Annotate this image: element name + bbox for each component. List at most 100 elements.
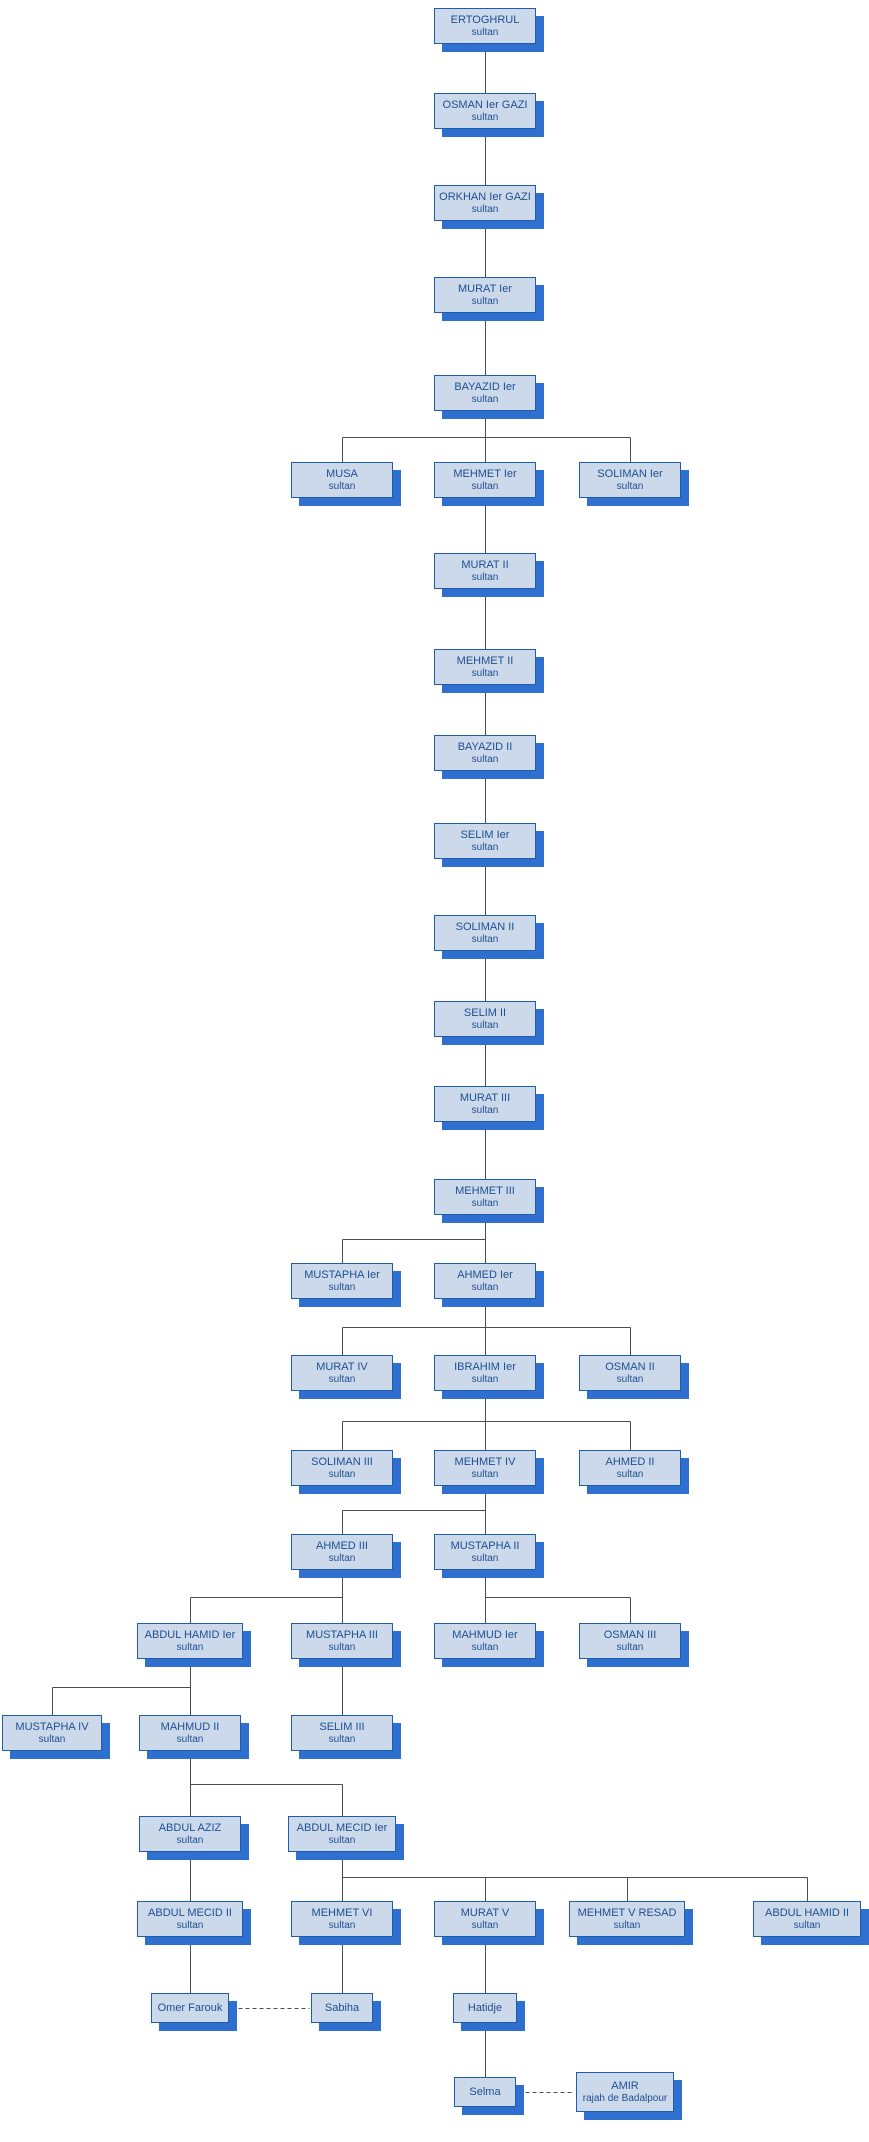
person-name: MAHMUD Ier: [452, 1628, 518, 1641]
person-title: sultan: [471, 393, 499, 405]
person-name: AHMED II: [605, 1455, 655, 1468]
person-name: Hatidje: [467, 2001, 503, 2014]
person-name: MURAT V: [460, 1906, 510, 1919]
person-name: MUSTAPHA II: [450, 1539, 520, 1552]
person-title: sultan: [616, 1373, 644, 1385]
person-title: sultan: [471, 571, 499, 583]
person-title: sultan: [471, 1919, 499, 1931]
person-name: MEHMET Ier: [453, 467, 517, 480]
person-name: OSMAN II: [605, 1360, 655, 1373]
person-name: OSMAN III: [603, 1628, 657, 1641]
person-name: MUSA: [326, 467, 358, 480]
person-name: AHMED III: [316, 1539, 368, 1552]
person-node-selma: Selma: [454, 2077, 516, 2107]
person-title: sultan: [38, 1733, 66, 1745]
person-name: ABDUL AZIZ: [158, 1821, 222, 1834]
person-node-hatidje: Hatidje: [453, 1993, 517, 2023]
person-name: SELIM II: [463, 1006, 507, 1019]
person-title: rajah de Badalpour: [582, 2092, 668, 2104]
person-title: sultan: [328, 1834, 356, 1846]
person-name: MURAT IV: [316, 1360, 368, 1373]
person-name: MURAT III: [459, 1091, 511, 1104]
person-name: ERTOGHRUL: [450, 13, 520, 26]
person-title: sultan: [471, 1197, 499, 1209]
person-name: MUSTAPHA Ier: [304, 1268, 380, 1281]
person-name: OSMAN Ier GAZI: [442, 98, 528, 111]
person-title: sultan: [471, 480, 499, 492]
person-name: ABDUL MECID Ier: [296, 1821, 388, 1834]
person-name: SOLIMAN III: [311, 1455, 373, 1468]
person-title: sultan: [471, 1019, 499, 1031]
person-title: sultan: [471, 203, 499, 215]
person-node-omerfarouk: Omer Farouk: [151, 1993, 229, 2023]
person-title: sultan: [176, 1733, 204, 1745]
person-title: sultan: [176, 1641, 204, 1653]
person-name: MEHMET II: [456, 654, 514, 667]
person-name: Selma: [469, 2085, 501, 2098]
person-title: sultan: [328, 1281, 356, 1293]
person-name: MEHMET V RESAD: [577, 1906, 677, 1919]
person-name: SOLIMAN Ier: [597, 467, 663, 480]
person-name: SELIM Ier: [460, 828, 510, 841]
person-node-sabiha: Sabiha: [311, 1993, 373, 2023]
person-name: MEHMET IV: [454, 1455, 516, 1468]
person-title: sultan: [471, 1468, 499, 1480]
person-title: sultan: [328, 1919, 356, 1931]
person-title: sultan: [471, 1552, 499, 1564]
person-name: MUSTAPHA III: [306, 1628, 378, 1641]
person-title: sultan: [471, 1281, 499, 1293]
person-title: sultan: [471, 1104, 499, 1116]
person-name: Sabiha: [324, 2001, 360, 2014]
person-title: sultan: [471, 841, 499, 853]
person-title: sultan: [616, 480, 644, 492]
person-name: ABDUL MECID II: [148, 1906, 232, 1919]
person-title: sultan: [613, 1919, 641, 1931]
person-title: sultan: [176, 1919, 204, 1931]
person-title: sultan: [471, 26, 499, 38]
person-name: MURAT II: [461, 558, 509, 571]
person-name: ORKHAN Ier GAZI: [439, 190, 531, 203]
person-name: IBRAHIM Ier: [454, 1360, 516, 1373]
person-name: BAYAZID II: [457, 740, 513, 753]
person-title: sultan: [471, 933, 499, 945]
person-name: SOLIMAN II: [455, 920, 515, 933]
person-title: sultan: [793, 1919, 821, 1931]
person-name: AHMED Ier: [457, 1268, 513, 1281]
person-name: MURAT Ier: [458, 282, 512, 295]
